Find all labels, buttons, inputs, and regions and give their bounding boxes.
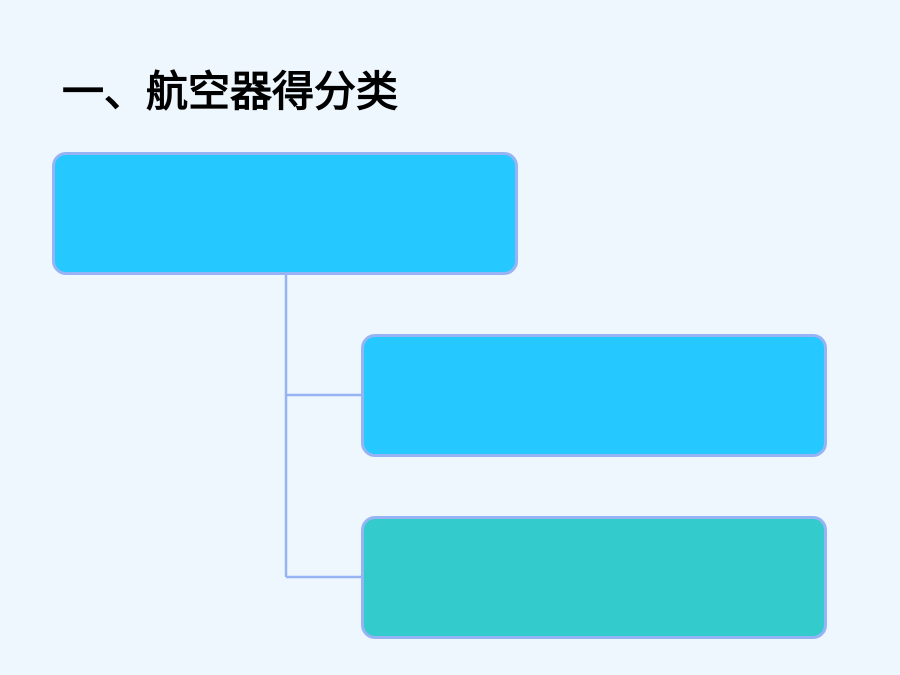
slide-title: 一、航空器得分类 bbox=[62, 67, 399, 116]
child-node-2 bbox=[361, 516, 827, 639]
root-node bbox=[52, 152, 518, 275]
child-node-1 bbox=[361, 334, 827, 457]
